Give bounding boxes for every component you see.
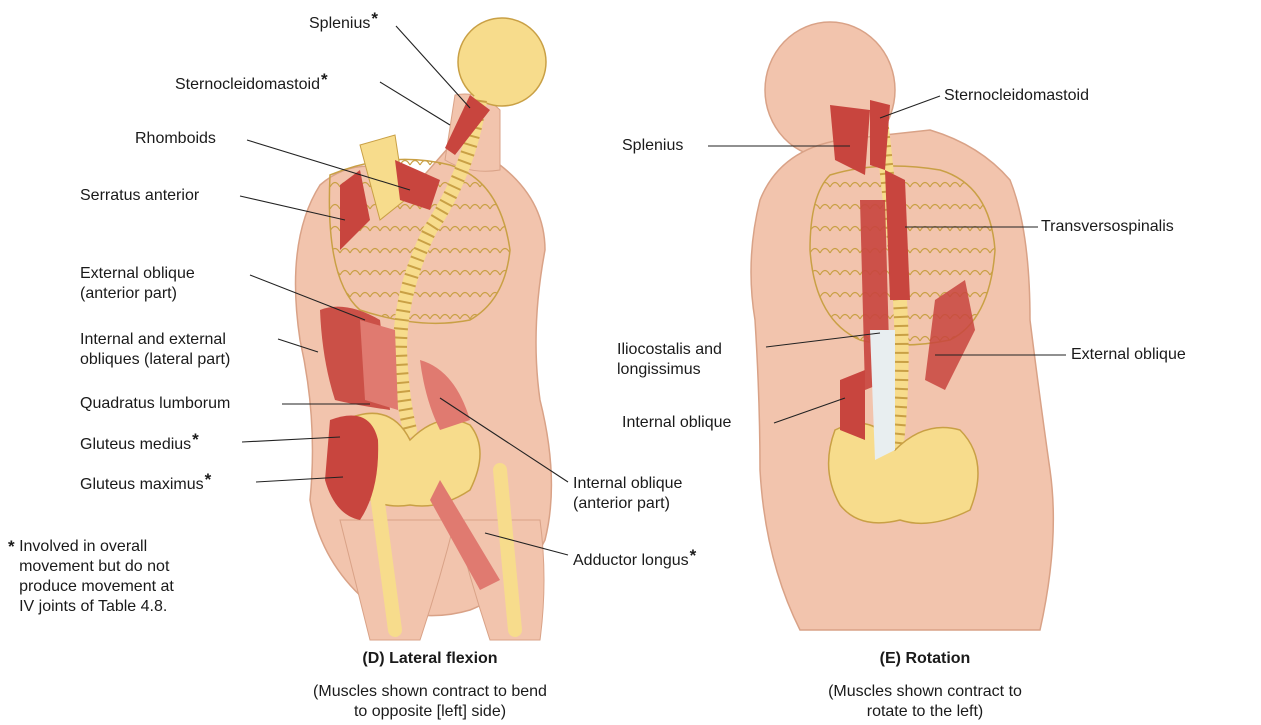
footnote-line: IV joints of Table 4.8. (19, 597, 174, 617)
label-e-transversospinalis: Transversospinalis (1041, 217, 1174, 237)
label-d-splenius: Splenius* (309, 9, 378, 34)
footnote-line: produce movement at (19, 577, 174, 597)
label-d-external-oblique: External oblique (anterior part) (80, 264, 195, 304)
label-e-iliocostalis: Iliocostalis and longissimus (617, 340, 722, 380)
label-d-quadratus-lumborum: Quadratus lumborum (80, 394, 230, 414)
asterisk-marker: * (192, 430, 199, 449)
label-d-adductor-longus: Adductor longus* (573, 546, 696, 571)
label-d-gluteus-maximus: Gluteus maximus* (80, 470, 211, 495)
footnote-line: Involved in overall (19, 537, 174, 557)
label-d-int-ext-obliques: Internal and external obliques (lateral … (80, 330, 230, 370)
panel-d-subtitle: (Muscles shown contract to bend to oppos… (250, 682, 610, 722)
label-d-internal-oblique: Internal oblique (anterior part) (573, 474, 682, 514)
panel-e-title: (E) Rotation (745, 650, 1105, 668)
label-d-sternocleidomastoid: Sternocleidomastoid* (175, 70, 328, 95)
panel-e-subtitle: (Muscles shown contract to rotate to the… (745, 682, 1105, 722)
label-e-external-oblique: External oblique (1071, 345, 1186, 365)
label-d-gluteus-medius: Gluteus medius* (80, 430, 199, 455)
asterisk-marker: * (371, 9, 378, 28)
panel-d-skull (458, 18, 546, 106)
panel-d-quadratus-muscle (360, 320, 398, 410)
label-d-serratus-anterior: Serratus anterior (80, 186, 199, 206)
panel-e-figure (751, 22, 1053, 630)
footnote: * Involved in overall movement but do no… (8, 537, 174, 617)
label-e-internal-oblique: Internal oblique (622, 413, 731, 433)
label-d-rhomboids: Rhomboids (135, 129, 216, 149)
panel-d-title: (D) Lateral flexion (250, 650, 610, 668)
panel-d-figure (296, 18, 552, 640)
leader-d-sternocleidomastoid (380, 82, 450, 125)
footnote-marker: * (8, 537, 15, 556)
asterisk-marker: * (690, 546, 697, 565)
label-e-splenius: Splenius (622, 136, 683, 156)
label-e-sternocleidomastoid: Sternocleidomastoid (944, 86, 1089, 106)
panel-e-internal-oblique-muscle (840, 370, 865, 440)
footnote-line: movement but do not (19, 557, 174, 577)
asterisk-marker: * (321, 70, 328, 89)
asterisk-marker: * (205, 470, 212, 489)
